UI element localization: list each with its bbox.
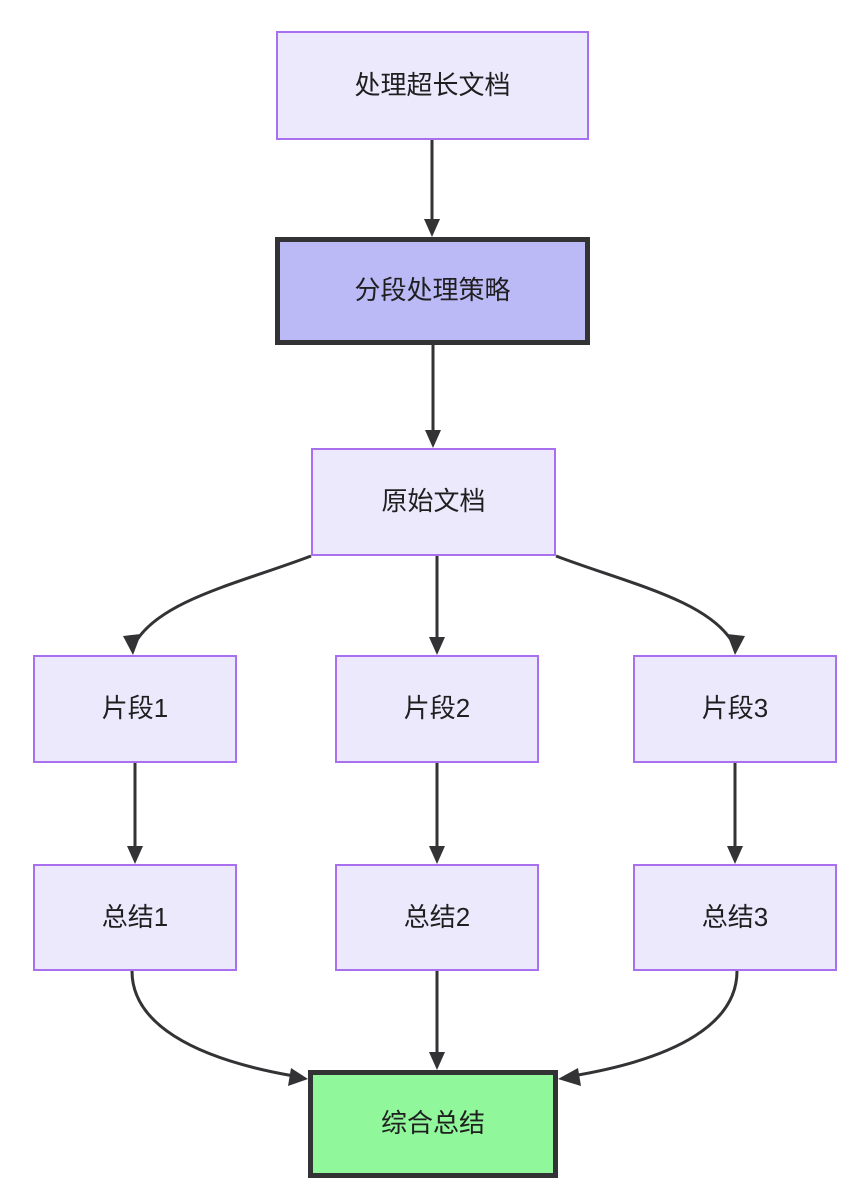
node-label: 分段处理策略 bbox=[354, 275, 511, 306]
node-label: 总结3 bbox=[701, 901, 769, 932]
edge-chunk2-to-summary2 bbox=[429, 763, 445, 864]
edge-source-to-chunk1 bbox=[123, 554, 312, 655]
node-chunk-2[interactable]: 片段2 bbox=[335, 655, 539, 763]
node-label: 片段3 bbox=[701, 693, 769, 724]
node-original-document[interactable]: 原始文档 bbox=[311, 448, 556, 556]
edge-chunk1-to-summary1 bbox=[127, 763, 143, 864]
node-chunk-3[interactable]: 片段3 bbox=[633, 655, 837, 763]
node-chunk-1[interactable]: 片段1 bbox=[33, 655, 237, 763]
node-label: 总结2 bbox=[403, 901, 471, 932]
edge-summary1-to-final bbox=[130, 970, 308, 1086]
edge-chunk3-to-summary3 bbox=[727, 763, 743, 864]
node-label: 片段2 bbox=[403, 693, 471, 724]
node-label: 处理超长文档 bbox=[354, 69, 511, 100]
node-chunking-strategy[interactable]: 分段处理策略 bbox=[275, 237, 590, 345]
node-summary-1[interactable]: 总结1 bbox=[33, 864, 237, 971]
edge-summary2-to-final bbox=[429, 971, 445, 1070]
node-label: 综合总结 bbox=[380, 1108, 485, 1139]
node-summary-2[interactable]: 总结2 bbox=[335, 864, 539, 971]
node-label: 原始文档 bbox=[381, 486, 486, 517]
node-process-long-document[interactable]: 处理超长文档 bbox=[276, 31, 589, 140]
edge-strategy-to-source bbox=[425, 345, 441, 448]
edge-summary3-to-final bbox=[558, 970, 739, 1086]
edge-source-to-chunk2 bbox=[429, 556, 445, 655]
edge-root-to-strategy bbox=[424, 140, 440, 237]
node-combined-summary[interactable]: 综合总结 bbox=[308, 1070, 558, 1178]
node-label: 总结1 bbox=[101, 901, 169, 932]
edge-source-to-chunk3 bbox=[555, 554, 745, 655]
node-label: 片段1 bbox=[101, 693, 169, 724]
node-summary-3[interactable]: 总结3 bbox=[633, 864, 837, 971]
